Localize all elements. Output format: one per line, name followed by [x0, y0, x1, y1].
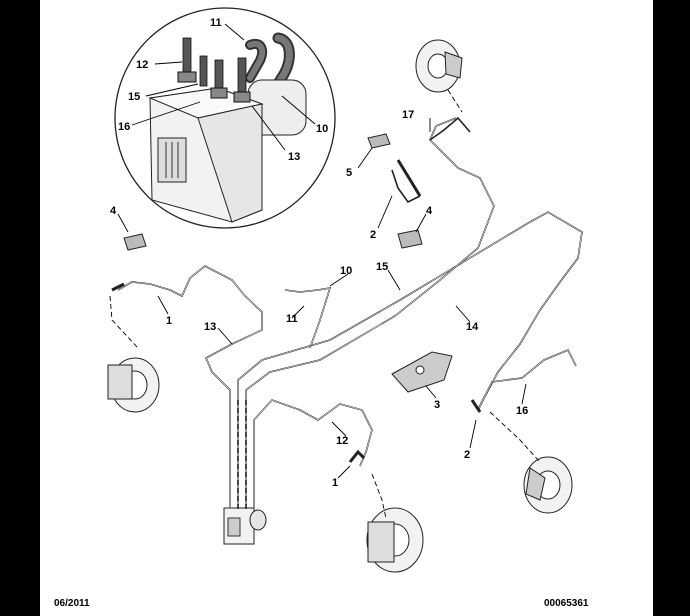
hose-1-left — [111, 282, 125, 292]
leader-lines — [117, 23, 527, 479]
abs-unit-small — [223, 507, 267, 545]
clip-4-right — [397, 229, 423, 249]
callout-1-lower: 1 — [332, 477, 338, 489]
callout-inset-10: 10 — [316, 123, 328, 135]
callout-13: 13 — [204, 321, 216, 333]
disc-rear-right — [523, 456, 573, 514]
callout-1-left: 1 — [166, 315, 172, 327]
callout-11: 11 — [286, 313, 298, 325]
callout-3: 3 — [434, 399, 440, 411]
callout-2-upper: 2 — [370, 229, 376, 241]
dashed-lines — [109, 89, 541, 519]
callout-5: 5 — [346, 167, 352, 179]
callout-17: 17 — [402, 109, 414, 121]
callout-4-right: 4 — [426, 205, 433, 217]
brake-pipe-diagram: 11 12 15 16 13 10 17 5 2 4 4 1 13 10 11 … — [107, 7, 583, 573]
callout-16: 16 — [516, 405, 528, 417]
bracket-3 — [391, 351, 453, 393]
hose-2-lower — [470, 399, 482, 413]
callout-4-left: 4 — [110, 205, 117, 217]
callout-inset-15: 15 — [128, 91, 140, 103]
abs-unit-inset — [114, 7, 336, 229]
disc-front-left — [107, 357, 160, 413]
callout-inset-13: 13 — [288, 151, 300, 163]
hose-2-upper — [396, 159, 422, 197]
hose-1-lower — [348, 449, 366, 463]
callout-inset-12: 12 — [136, 59, 148, 71]
callout-14: 14 — [466, 321, 479, 333]
disc-rear-left — [415, 39, 463, 93]
clip-4-left — [123, 233, 147, 251]
clip-5 — [367, 133, 391, 149]
callout-labels: 11 12 15 16 13 10 17 5 2 4 4 1 13 10 11 … — [110, 17, 528, 489]
disc-front-right — [366, 507, 424, 573]
callout-2-lower: 2 — [464, 449, 470, 461]
brake-pipes — [117, 116, 583, 508]
callout-12: 12 — [336, 435, 348, 447]
callout-10: 10 — [340, 265, 352, 277]
callout-15: 15 — [376, 261, 388, 273]
footer-date: 06/2011 — [54, 598, 90, 609]
footer-code: 00065361 — [544, 598, 589, 609]
callout-inset-16: 16 — [118, 121, 130, 133]
callout-inset-11: 11 — [210, 17, 222, 29]
diagram-sheet: 11 12 15 16 13 10 17 5 2 4 4 1 13 10 11 … — [40, 0, 653, 616]
